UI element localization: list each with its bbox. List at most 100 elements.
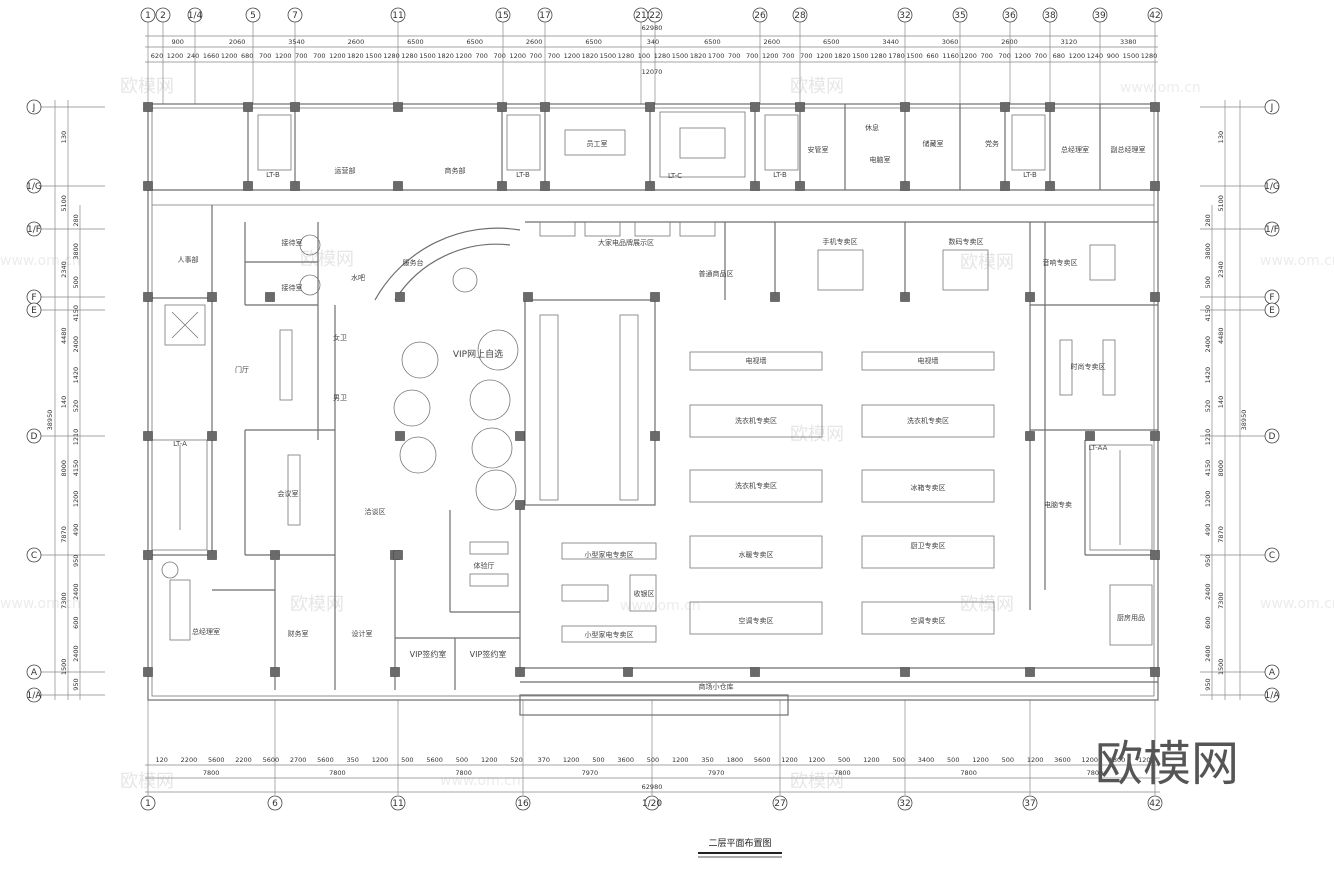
dimension-bottom-secondary: 5600	[317, 756, 334, 764]
room-label-vip-sign: VIP签约室	[410, 649, 447, 659]
dimension-bottom-secondary: 5600	[208, 756, 225, 764]
watermark: 欧模网	[120, 771, 174, 792]
room-label-washer: 洗衣机专卖区	[735, 481, 777, 490]
room-label-lt-a: LT-A	[173, 440, 187, 448]
dimension-bottom-secondary: 120	[155, 756, 167, 764]
dimension-top-secondary: 1200	[455, 52, 472, 60]
dimension-bottom-primary: 7970	[708, 769, 725, 777]
room-label-security: 安管室	[808, 145, 829, 154]
dimension-top-primary: 3540	[288, 38, 305, 46]
room-label-heater: 水暖专卖区	[739, 550, 774, 559]
room-label-deputy-office: 副总经理室	[1111, 145, 1146, 154]
axis-bubble-top: 11	[390, 7, 406, 23]
dimension-top-secondary: 1160	[942, 52, 959, 60]
room-label-gm-office: 总经理室	[1061, 145, 1089, 154]
column	[1150, 181, 1160, 191]
column	[1000, 102, 1010, 112]
column	[750, 667, 760, 677]
dimension-left-secondary: 520	[72, 400, 80, 412]
dimension-bottom-secondary: 500	[592, 756, 604, 764]
svg-text:38: 38	[1044, 11, 1056, 21]
dimension-left-primary: 140	[60, 396, 68, 408]
dimension-left-secondary: 1420	[72, 367, 80, 384]
dimension-bottom-secondary: 1200	[863, 756, 880, 764]
room-label-mobile: 手机专卖区	[823, 237, 858, 246]
dimension-top-secondary: 1820	[690, 52, 707, 60]
column	[900, 292, 910, 302]
dimension-top-primary: 3440	[882, 38, 899, 46]
column	[540, 102, 550, 112]
dimension-bottom-primary: 7800	[960, 769, 977, 777]
column	[1150, 667, 1160, 677]
dimension-top-secondary: 700	[782, 52, 794, 60]
furniture	[161, 129, 626, 641]
axis-bubble-left: J	[26, 99, 42, 115]
axis-bubble-top: 28	[792, 7, 808, 23]
dimension-bottom-secondary: 1200	[1027, 756, 1044, 764]
room-label-small-appliances: 小型家电专卖区	[585, 630, 634, 639]
dimension-bottom-secondary: 500	[1002, 756, 1014, 764]
dimension-top-secondary: 700	[259, 52, 271, 60]
dimension-right-secondary: 500	[1204, 276, 1212, 288]
room-label-vip-online: VIP网上自选	[453, 348, 503, 360]
column	[1025, 667, 1035, 677]
room-label-female-wc: 女卫	[333, 333, 347, 342]
svg-text:A: A	[31, 668, 38, 678]
room-label-male-wc: 男卫	[333, 394, 347, 402]
dimension-bottom-secondary: 500	[838, 756, 850, 764]
axis-bubble-bottom: 11	[390, 795, 406, 811]
watermark: 欧模网	[290, 594, 344, 615]
dimension-top-secondary: 1280	[1141, 52, 1158, 60]
room-label-kitchen: 厨卫专卖区	[911, 541, 946, 550]
dimension-left-primary: 8000	[60, 460, 68, 477]
dimension-left-secondary: 2400	[72, 583, 80, 600]
dimension-top-secondary: 1280	[383, 52, 400, 60]
svg-text:D: D	[1269, 432, 1276, 442]
dimension-top-secondary: 1200	[960, 52, 977, 60]
column	[207, 550, 217, 560]
room-label-fashion: 时尚专卖区	[1071, 362, 1106, 371]
svg-text:42: 42	[1149, 799, 1160, 809]
dimension-top-primary: 6500	[585, 38, 602, 46]
dimension-top-secondary: 1200	[275, 52, 292, 60]
room-label-hr: 人事部	[178, 255, 199, 264]
column	[1085, 431, 1095, 441]
overall-dimension-top: 62980	[642, 24, 663, 32]
room-label-lounge: 洽谈区	[365, 507, 386, 516]
column	[395, 431, 405, 441]
svg-text:1/F: 1/F	[1265, 225, 1279, 235]
dimension-top-secondary: 240	[187, 52, 199, 60]
dimension-right-secondary: 4150	[1204, 460, 1212, 477]
room-label-lt-b: LT-B	[516, 171, 530, 179]
dimension-bottom-secondary: 500	[456, 756, 468, 764]
dimension-bottom-secondary: 520	[510, 756, 522, 764]
svg-text:1: 1	[145, 799, 151, 809]
svg-text:1: 1	[145, 11, 151, 21]
dimension-top-secondary: 700	[493, 52, 505, 60]
dimension-top-secondary: 100	[638, 52, 650, 60]
stairs	[151, 111, 1153, 551]
dimension-bottom-primary: 7970	[582, 769, 599, 777]
dimension-bottom-secondary: 1200	[809, 756, 826, 764]
dimension-left-primary: 2340	[60, 261, 68, 278]
svg-text:1/4: 1/4	[188, 11, 203, 21]
dimension-bottom-secondary: 500	[647, 756, 659, 764]
room-label-small-appliances: 小型家电专卖区	[585, 550, 634, 559]
axis-bubble-top: 2	[155, 7, 171, 23]
watermark: 欧模网	[790, 424, 844, 445]
dimension-bottom-primary: 7800	[455, 769, 472, 777]
dimension-bottom-secondary: 350	[701, 756, 713, 764]
dimension-top-primary: 2600	[526, 38, 543, 46]
column	[143, 550, 153, 560]
room-labels: LT-B LT-B LT-B LT-B LT-C LT-A LT-AA 运营部 …	[173, 123, 1145, 691]
dimension-right-primary: 2340	[1217, 261, 1225, 278]
room-label-kitchenware: 厨房用品	[1117, 613, 1145, 622]
svg-text:J: J	[32, 103, 36, 113]
axis-bubble-left: D	[26, 428, 42, 444]
column	[290, 102, 300, 112]
dimension-top-secondary: 680	[1053, 52, 1065, 60]
column	[243, 181, 253, 191]
